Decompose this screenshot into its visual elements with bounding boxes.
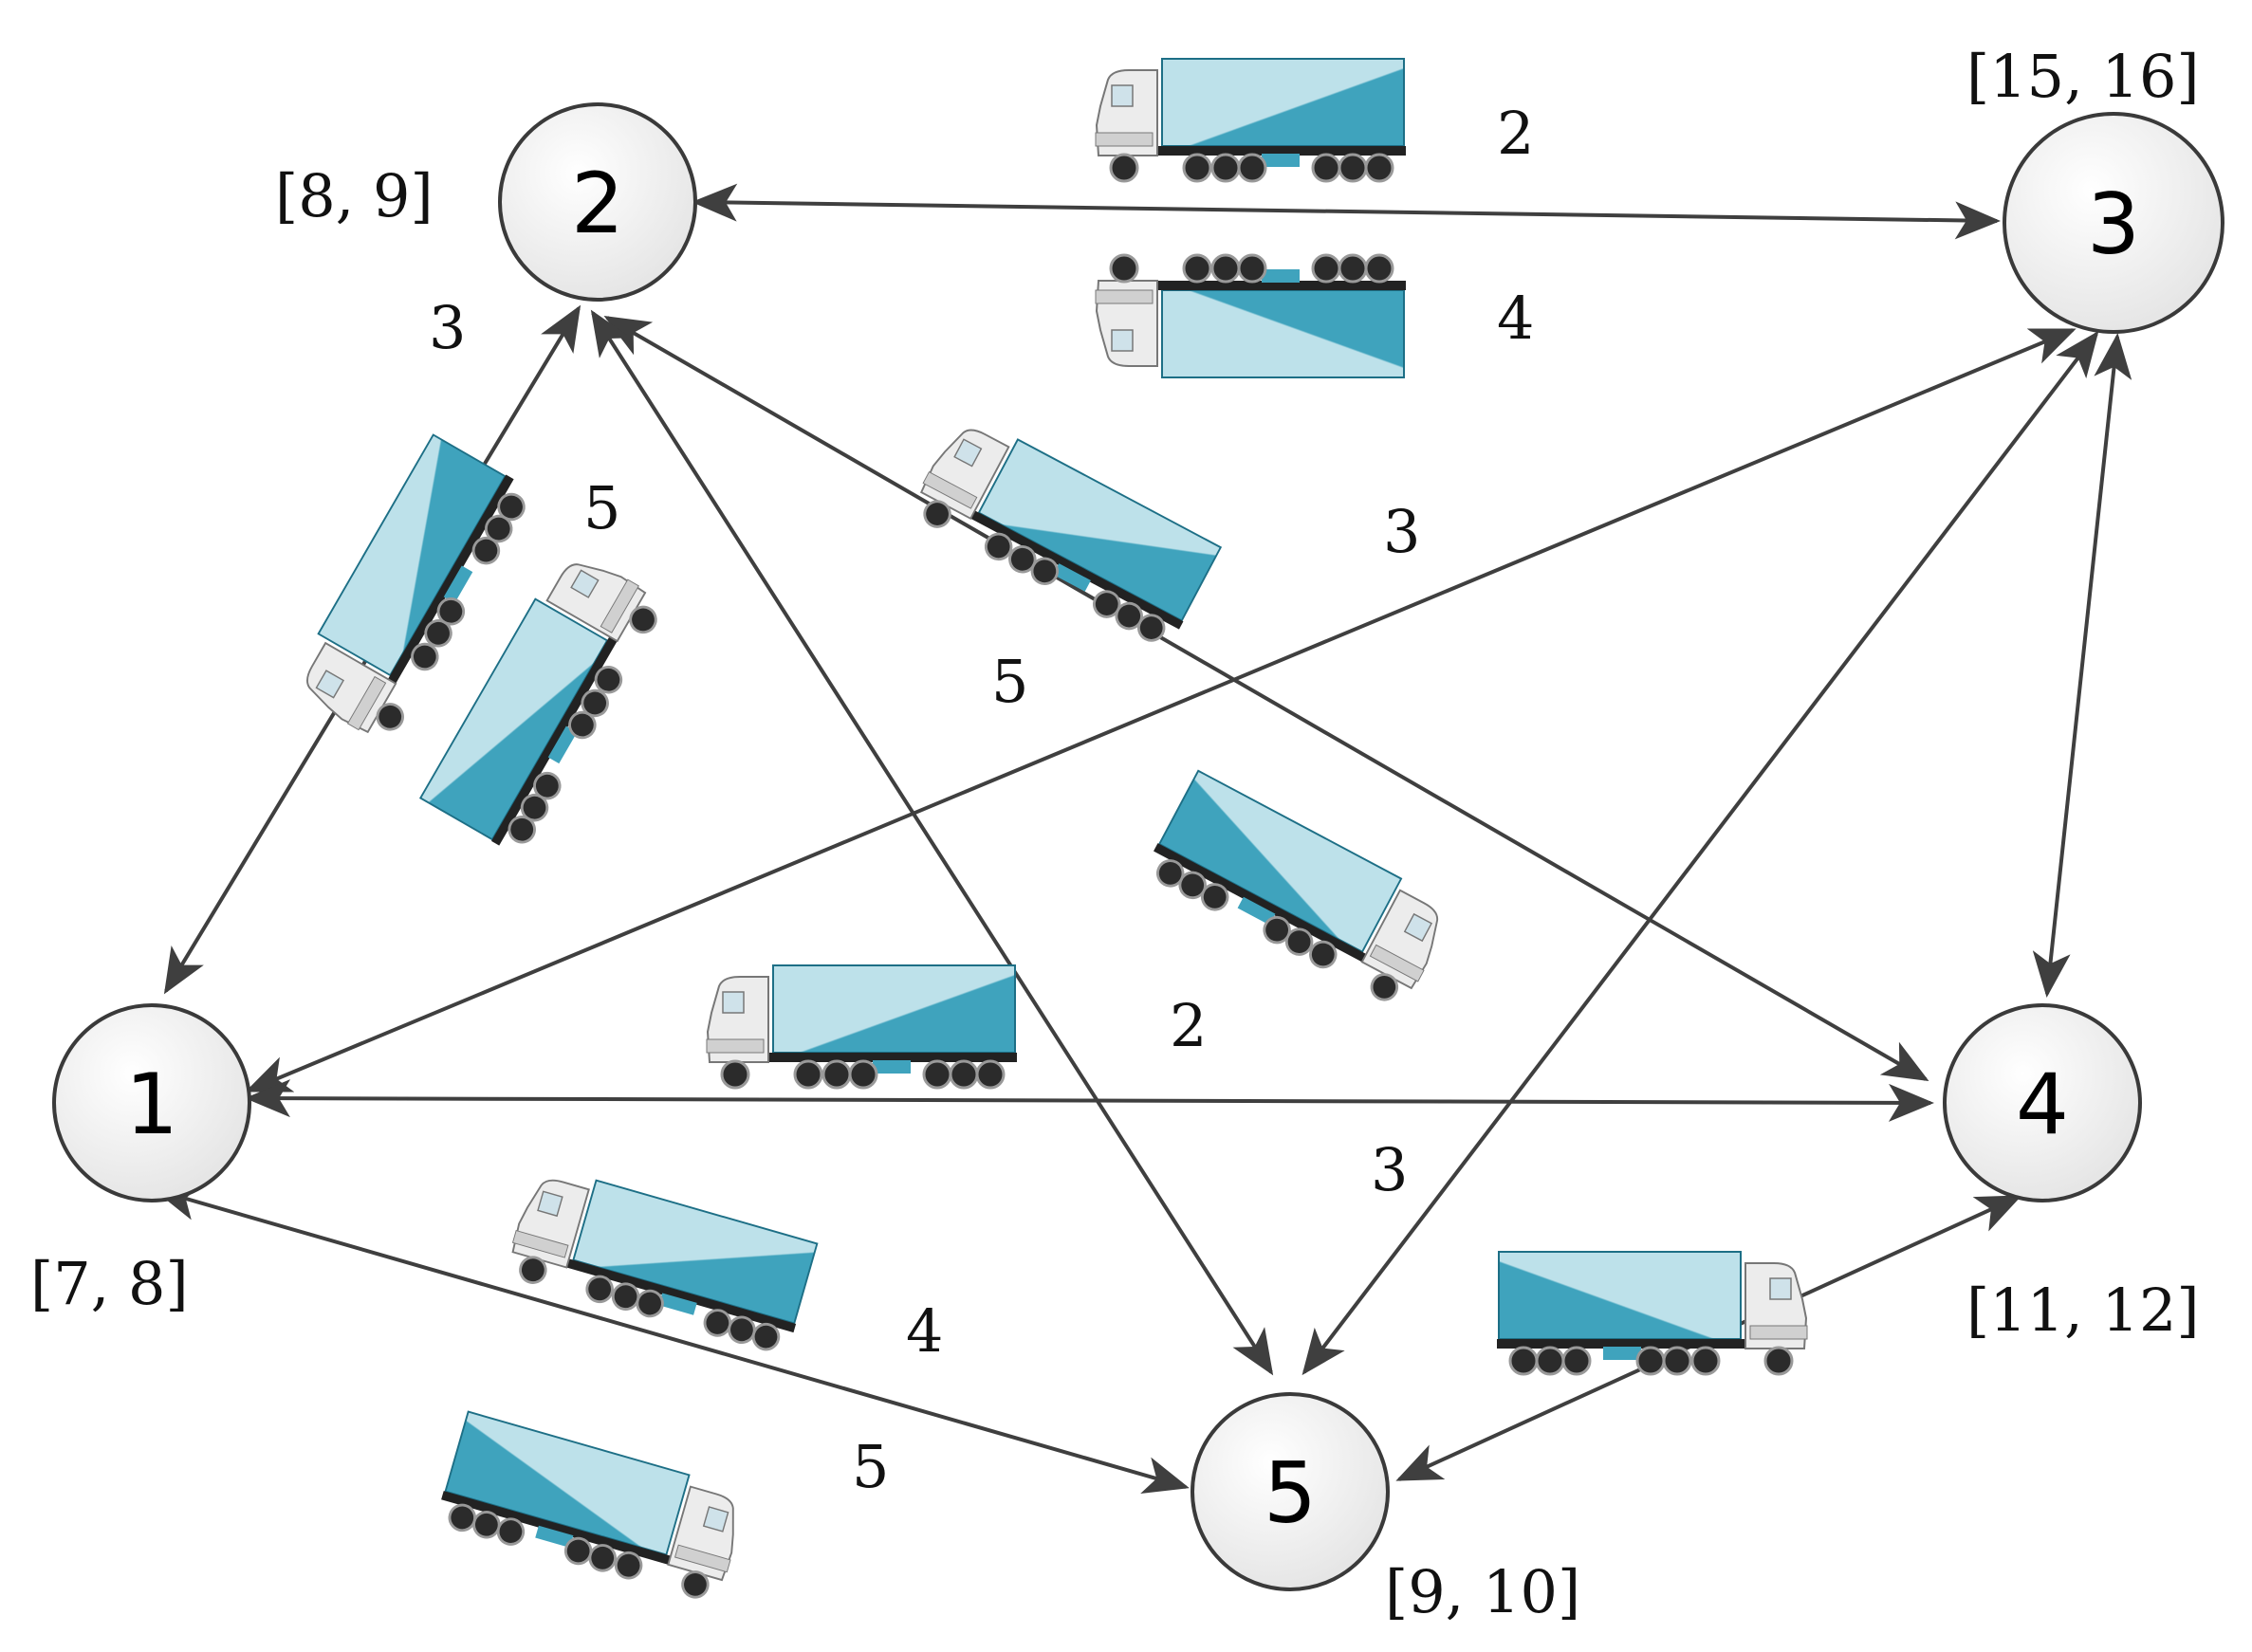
truck-icon: [906, 408, 1224, 652]
node-4-label: 4: [2016, 1055, 2069, 1153]
time-windows: [7, 8] [8, 9] [15, 16] [11, 12] [9, 10]: [30, 42, 2200, 1626]
edge-3-4: [2032, 333, 2132, 998]
node-4: 4: [1943, 1003, 2142, 1202]
node-4-time-window: [11, 12]: [1966, 1276, 2200, 1345]
edge-label-3-5: 3: [1371, 1135, 1408, 1204]
edge-label-2-5: 5: [991, 647, 1028, 716]
edge-label-1-2-b: 5: [583, 473, 620, 542]
node-3-time-window: [15, 16]: [1966, 42, 2200, 111]
trucks-layer: [285, 57, 1809, 1606]
edge-2-3: [692, 183, 2001, 240]
node-3-label: 3: [2087, 175, 2140, 273]
nodes-layer: 1 2 3 4 5: [52, 102, 2224, 1591]
node-1-label: 1: [125, 1055, 178, 1153]
edge-label-2-3-b: 4: [1497, 284, 1534, 353]
edge-labels: 2 4 3 5 3 5 2 3 4 5: [429, 99, 1534, 1501]
node-5-label: 5: [1264, 1444, 1317, 1542]
truck-icon: [1094, 253, 1408, 379]
truck-icon: [502, 1161, 821, 1358]
truck-icon: [1140, 768, 1459, 1013]
edge-label-2-4-a: 3: [1383, 497, 1420, 566]
node-2-label: 2: [571, 155, 624, 252]
truck-icon: [1094, 57, 1408, 183]
edges-layer: [153, 183, 2132, 1495]
edge-1-4: [245, 1079, 1934, 1122]
node-1: 1: [52, 1003, 251, 1202]
node-1-time-window: [7, 8]: [30, 1249, 189, 1318]
truck-icon: [1495, 1250, 1809, 1376]
node-5-time-window: [9, 10]: [1385, 1557, 1580, 1626]
edge-label-1-5-b: 5: [852, 1432, 889, 1501]
node-3: 3: [2003, 112, 2224, 334]
truck-icon: [433, 1409, 751, 1606]
node-2-time-window: [8, 9]: [275, 161, 434, 230]
edge-1-5: [153, 1183, 1190, 1495]
truck-icon: [705, 964, 1019, 1090]
edge-label-2-3-a: 2: [1497, 99, 1534, 168]
node-5: 5: [1191, 1392, 1390, 1591]
edge-label-1-4: 2: [1170, 991, 1207, 1060]
edge-label-1-5-a: 4: [906, 1296, 943, 1366]
node-2: 2: [498, 102, 697, 302]
edge-label-1-2-a: 3: [429, 293, 466, 362]
